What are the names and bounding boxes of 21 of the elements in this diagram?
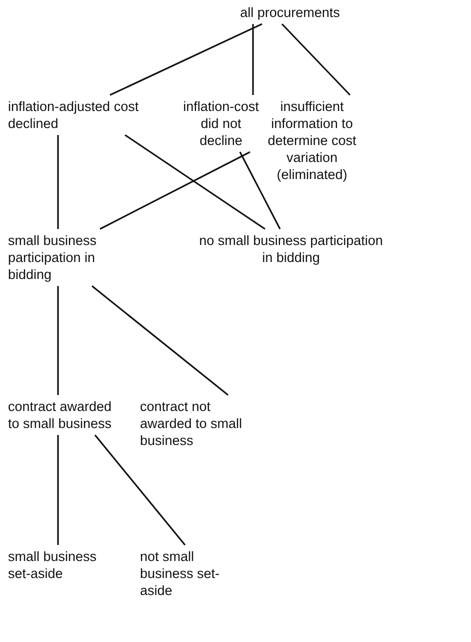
node-label: inflation-cost did not decline	[182, 98, 260, 149]
node-label: small business participation in bidding	[8, 232, 98, 283]
connector-line	[281, 23, 351, 96]
connector-line	[110, 23, 262, 96]
node-label: all procurements	[239, 4, 341, 21]
connector-line	[92, 285, 228, 396]
node-label: small business set-aside	[8, 548, 98, 582]
connector-line	[94, 434, 186, 546]
connector-line	[252, 24, 254, 95]
connector-line	[124, 134, 266, 230]
node-label: contract not awarded to small business	[140, 398, 244, 449]
connector-line	[100, 151, 250, 230]
node-label: inflation-adjusted cost declined	[8, 98, 140, 132]
connector-line	[57, 135, 59, 229]
node-label: contract awarded to small business	[8, 398, 113, 432]
node-label: no small business participation in bidding	[198, 232, 384, 266]
connector-line	[57, 286, 59, 395]
node-label: insufficient information to determine cost variation (eliminated)	[266, 98, 358, 183]
connector-line	[57, 435, 59, 545]
node-label: not small business set-aside	[140, 548, 221, 599]
connector-line	[239, 152, 281, 230]
